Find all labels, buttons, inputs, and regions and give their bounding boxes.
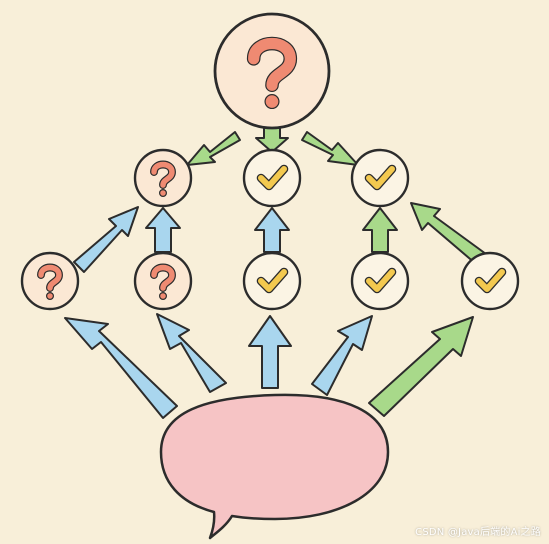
- bottom-node-1: [20, 251, 80, 311]
- watermark-text: CSDN @Java后端的Ai之路: [415, 527, 541, 538]
- arrow-bottom2-to-middle1: [145, 207, 181, 253]
- bottom-to-middle-arrows: [73, 202, 487, 273]
- bubble-arrows: [64, 313, 474, 419]
- arrow-bubble-to-bottom-1: [64, 317, 178, 419]
- arrow-bottom3-to-middle2: [254, 207, 290, 253]
- middle-node-2: [242, 148, 302, 208]
- check-mark-icon: [256, 164, 289, 191]
- middle-row-nodes: [133, 148, 410, 208]
- root-to-middle-arrows: [186, 127, 359, 166]
- bottom-row-nodes: [20, 251, 520, 311]
- arrow-root-to-middle1: [186, 131, 241, 166]
- question-mark-icon: [150, 263, 176, 301]
- arrow-bubble-to-bottom-3: [248, 315, 292, 389]
- arrow-bottom5-to-middle3: [410, 202, 487, 265]
- question-mark-icon: [37, 263, 63, 301]
- speech-bubble-icon: [159, 393, 390, 540]
- arrow-bottom1-to-middle1: [73, 206, 139, 273]
- bottom-node-4: [350, 251, 410, 311]
- check-mark-icon: [474, 267, 507, 294]
- arrow-bubble-to-bottom-2: [156, 313, 227, 393]
- arrow-root-to-middle2: [255, 127, 289, 153]
- arrow-root-to-middle3: [301, 131, 359, 166]
- node-circle: [213, 12, 331, 130]
- bottom-node-5: [460, 251, 520, 311]
- bottom-node-2: [133, 251, 193, 311]
- check-mark-icon: [256, 267, 289, 294]
- check-mark-icon: [364, 164, 397, 191]
- question-mark-icon: [246, 36, 298, 110]
- middle-node-3: [350, 148, 410, 208]
- root-node: [213, 12, 331, 130]
- question-mark-icon: [150, 160, 176, 198]
- bottom-node-3: [242, 251, 302, 311]
- root-question-node: [213, 12, 331, 130]
- arrow-bubble-to-bottom-5: [368, 316, 474, 417]
- check-mark-icon: [364, 267, 397, 294]
- middle-node-1: [133, 148, 193, 208]
- arrow-bubble-to-bottom-4: [311, 315, 373, 396]
- arrow-bottom4-to-middle3: [362, 207, 398, 253]
